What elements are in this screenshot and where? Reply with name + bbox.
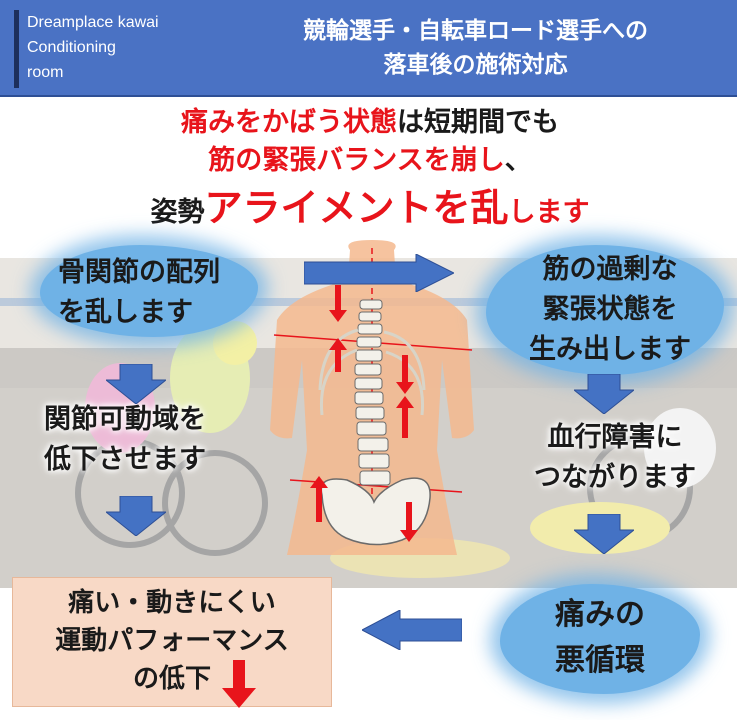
step-muscle-tension-line-1: 筋の過剰な (542, 254, 678, 285)
result-line-2: 運動パフォーマンス (55, 626, 289, 656)
intro-line-3-emphasis: アライメントを乱 (204, 186, 509, 230)
step-vicious-cycle: 痛みの 悪循環 (510, 592, 690, 684)
result-box (12, 577, 332, 707)
intro-line-3-suffix: します (508, 197, 590, 228)
brand-label: Dreamplace kawai Conditioning room (14, 10, 204, 88)
down-arrow-icon (222, 660, 256, 708)
intro-line-3: 姿勢アライメントを乱します (20, 184, 720, 237)
intro-line-3-prefix: 姿勢 (150, 197, 205, 228)
step-range-of-motion: 関節可動域を 低下させます (44, 400, 264, 480)
red-down-arrow-icon (329, 285, 347, 322)
step-muscle-tension-line-2: 緊張状態を (542, 294, 678, 325)
tension-arrows (310, 285, 418, 542)
step-range-of-motion-line-2: 低下させます (44, 444, 206, 475)
result-line-3: の低下 (132, 664, 211, 694)
header-banner (0, 0, 737, 97)
intro-line-2-text: 、 (504, 145, 532, 176)
intro-line-1-highlight: 痛みをかばう状態 (181, 107, 397, 138)
result-performance-decline: 痛い・動きにくい 運動パフォーマンス の低下 (12, 584, 332, 698)
intro-line-1: 痛みをかばう状態は短期間でも (20, 104, 720, 142)
red-up-arrow-icon (310, 476, 328, 522)
arrow-icon-right-top (304, 254, 454, 292)
step-muscle-tension: 筋の過剰な 緊張状態を 生み出します (500, 250, 720, 370)
brand-line-3: room (27, 64, 64, 81)
red-up-arrow-icon (329, 338, 347, 372)
step-joint-alignment-line-1: 骨関節の配列 (58, 257, 220, 288)
cloud-muscle-tension (486, 245, 724, 375)
title-line-1: 競輪選手・自転車ロード選手への (303, 18, 648, 44)
arrow-icon-down-left-1 (106, 364, 166, 404)
result-line-1: 痛い・動きにくい (68, 588, 276, 618)
intro-line-2: 筋の緊張バランスを崩し、 (20, 142, 720, 180)
step-joint-alignment-line-2: を乱します (58, 297, 193, 328)
step-range-of-motion-line-1: 関節可動域を (44, 404, 206, 435)
brand-line-2: Conditioning (27, 39, 116, 56)
step-muscle-tension-line-3: 生み出します (529, 334, 691, 365)
arrow-icon-left-bottom (362, 610, 462, 650)
step-vicious-cycle-line-2: 悪循環 (555, 643, 645, 678)
cloud-joint-alignment (40, 245, 258, 337)
arrow-icon-down-left-2 (106, 496, 166, 536)
page-title: 競輪選手・自転車ロード選手への 落車後の施術対応 (218, 14, 733, 82)
pelvis (320, 477, 431, 546)
red-up-arrow-icon (396, 396, 414, 438)
spine-illustration (270, 240, 474, 555)
arrow-icon-down-right-2 (574, 514, 634, 554)
intro-line-1-text: は短期間でも (397, 107, 559, 138)
red-down-arrow-icon (396, 355, 414, 394)
step-circulation-line-2: つながります (534, 462, 696, 493)
intro-statement: 痛みをかばう状態は短期間でも 筋の緊張バランスを崩し、 姿勢アライメントを乱しま… (20, 104, 720, 237)
step-circulation-line-1: 血行障害に (547, 422, 683, 453)
brand-line-1: Dreamplace kawai (27, 14, 159, 31)
cloud-vicious-cycle (500, 584, 700, 694)
title-line-2: 落車後の施術対応 (383, 52, 568, 78)
red-down-arrow-icon (400, 502, 418, 542)
step-circulation: 血行障害に つながります (510, 418, 720, 498)
intro-line-2-highlight: 筋の緊張バランスを崩し (208, 145, 505, 176)
step-joint-alignment: 骨関節の配列 を乱します (58, 253, 258, 333)
step-vicious-cycle-line-1: 痛みの (555, 597, 645, 632)
arrow-icon-down-right-1 (574, 374, 634, 414)
